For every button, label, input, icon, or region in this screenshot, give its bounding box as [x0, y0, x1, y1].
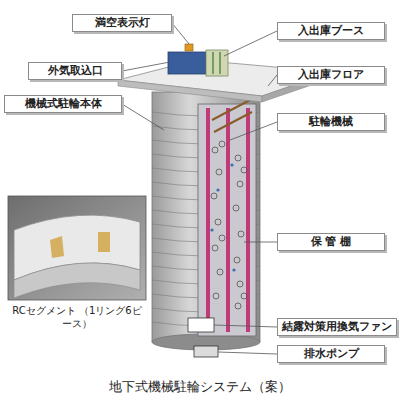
- callout-box: 入出庫フロア: [277, 66, 385, 84]
- callout-text: 排水ポンプ: [304, 348, 359, 360]
- figure-caption: 地下式機械駐輪システム（案）: [0, 378, 400, 396]
- cutaway-interior: [198, 100, 256, 336]
- callout-box: 駐輪機械: [277, 113, 385, 131]
- callout-box: 結露対策用換気ファン: [277, 318, 397, 336]
- callout-text: 外気取込口: [48, 65, 103, 77]
- drain-pump: [194, 346, 218, 357]
- callout-box: 保 管 棚: [277, 233, 385, 251]
- segment-photo: [8, 196, 146, 300]
- callout-text: 結露対策用換気ファン: [282, 321, 392, 333]
- callout-box: 排水ポンプ: [277, 345, 385, 363]
- callout-text: 満空表示灯: [95, 17, 150, 29]
- ventilation-fan: [188, 318, 214, 332]
- entrance-booth: [168, 44, 228, 76]
- cylinder-shaft: [152, 92, 260, 350]
- callout-text: 入出庫フロア: [298, 69, 364, 81]
- callout-box: 機械式駐輪本体: [4, 95, 122, 113]
- leader-lines: [122, 23, 277, 354]
- photo-label: RCセグメント （1リング6ピース）: [8, 304, 146, 330]
- callout-text: 保 管 棚: [311, 236, 352, 248]
- callout-text: 入出庫ブース: [298, 25, 364, 37]
- callout-box: 満空表示灯: [72, 14, 172, 32]
- callout-box: 入出庫ブース: [277, 22, 385, 40]
- callout-text: 機械式駐輪本体: [25, 98, 102, 110]
- callout-box: 外気取込口: [28, 62, 122, 80]
- callout-text: 駐輪機械: [309, 116, 353, 128]
